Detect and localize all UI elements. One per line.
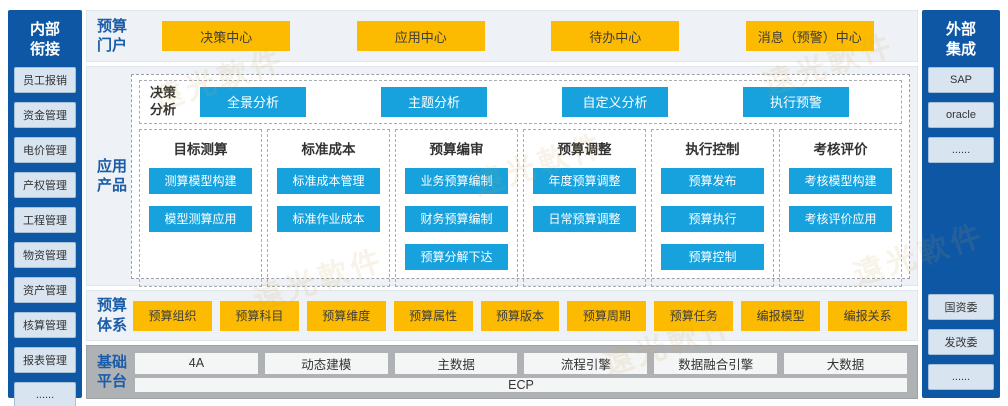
- product-columns: 目标测算测算模型构建模型测算应用标准成本标准成本管理标准作业成本预算编审业务预算…: [139, 128, 902, 287]
- product-module-button[interactable]: 标准作业成本: [277, 205, 380, 232]
- product-module-button[interactable]: 财务预算编制: [405, 205, 508, 232]
- product-module-button[interactable]: 模型测算应用: [149, 205, 252, 232]
- application-products-band: 应用产品 决策分析 全景分析 主题分析 自定义分析 执行预警 目标测算测算模型构建模型…: [86, 66, 918, 287]
- product-module-button[interactable]: 年度预算调整: [533, 167, 636, 194]
- portal-center-button[interactable]: 决策中心: [162, 21, 291, 51]
- budget-system-button[interactable]: 预算组织: [133, 300, 212, 331]
- budget-system-button[interactable]: 预算版本: [480, 300, 560, 331]
- internal-system-item[interactable]: 核算管理: [14, 312, 76, 338]
- product-module-button[interactable]: 日常预算调整: [533, 205, 636, 232]
- main-content: 预算门户 决策中心 应用中心 待办中心 消息（预警）中心 应用产品 决策分析 全景分析…: [86, 10, 918, 399]
- internal-integration-sidebar: 内部衔接 员工报销资金管理电价管理产权管理工程管理物资管理资产管理核算管理报表管…: [8, 10, 82, 406]
- internal-integration-title: 内部衔接: [29, 21, 60, 58]
- platform-component[interactable]: 主数据: [394, 352, 518, 374]
- product-module-button[interactable]: 考核模型构建: [789, 167, 892, 194]
- budget-system-label: 预算体系: [97, 297, 128, 334]
- budget-system-button[interactable]: 预算维度: [306, 300, 386, 331]
- product-module-button[interactable]: 预算控制: [661, 243, 764, 270]
- base-platform-label: 基础平台: [97, 353, 128, 391]
- product-module-button[interactable]: 考核评价应用: [789, 205, 892, 232]
- internal-system-item[interactable]: 报表管理: [14, 347, 76, 373]
- platform-component[interactable]: 数据融合引擎: [654, 352, 778, 374]
- budget-system-button[interactable]: 预算周期: [567, 300, 647, 331]
- external-agency-item[interactable]: 国资委: [928, 294, 994, 320]
- product-column: 预算编审业务预算编制财务预算编制预算分解下达: [395, 128, 518, 287]
- internal-system-item[interactable]: 员工报销: [14, 67, 76, 93]
- portal-center-button[interactable]: 应用中心: [356, 21, 485, 51]
- product-module-button[interactable]: 业务预算编制: [405, 167, 508, 194]
- platform-rows: 4A 动态建模主数据流程引擎数据融合引擎大数据 ECP: [135, 352, 907, 392]
- product-column: 执行控制预算发布预算执行预算控制: [651, 128, 774, 287]
- product-column: 考核评价考核模型构建考核评价应用: [779, 128, 902, 287]
- analysis-button[interactable]: 全景分析: [200, 86, 306, 117]
- sidebar-spacer: [928, 163, 994, 294]
- portal-center-button[interactable]: 待办中心: [551, 21, 680, 51]
- internal-system-item[interactable]: ......: [14, 382, 76, 406]
- product-column: 预算调整年度预算调整日常预算调整: [523, 128, 646, 287]
- analysis-button[interactable]: 自定义分析: [562, 86, 668, 117]
- external-systems-top-list: SAP oracle......: [928, 67, 994, 163]
- external-agency-item[interactable]: 发改委: [928, 329, 994, 355]
- budget-system-button[interactable]: 预算任务: [654, 300, 734, 331]
- platform-components-row: 4A 动态建模主数据流程引擎数据融合引擎大数据: [135, 352, 907, 374]
- product-module-button[interactable]: 测算模型构建: [149, 167, 252, 194]
- platform-component[interactable]: 流程引擎: [524, 352, 648, 374]
- budget-portal-label: 预算门户: [97, 17, 128, 55]
- platform-component[interactable]: 动态建模: [264, 352, 388, 374]
- budget-system-buttons: 预算组织预算科目预算维度预算属性预算版本预算周期预算任务编报模型编报关系: [133, 300, 908, 331]
- product-module-button[interactable]: 预算执行: [661, 205, 764, 232]
- analysis-button[interactable]: 主题分析: [381, 86, 487, 117]
- budget-system-button[interactable]: 预算属性: [393, 300, 473, 331]
- budget-system-button[interactable]: 编报模型: [741, 300, 821, 331]
- external-integration-sidebar: 外部集成 SAP oracle...... 国资委发改委......: [922, 10, 1000, 398]
- decision-analysis-label: 决策分析: [150, 85, 177, 117]
- external-system-item[interactable]: oracle: [928, 102, 994, 128]
- product-column-title: 标准成本: [301, 141, 356, 157]
- internal-system-item[interactable]: 工程管理: [14, 207, 76, 233]
- internal-integration-list: 员工报销资金管理电价管理产权管理工程管理物资管理资产管理核算管理报表管理....…: [14, 67, 76, 406]
- external-systems-bottom-list: 国资委发改委......: [928, 294, 994, 390]
- product-column: 标准成本标准成本管理标准作业成本: [267, 128, 390, 287]
- internal-system-item[interactable]: 资产管理: [14, 277, 76, 303]
- product-column-title: 预算编审: [429, 141, 484, 157]
- external-agency-item[interactable]: ......: [928, 364, 994, 390]
- decision-analysis-row: 决策分析 全景分析 主题分析 自定义分析 执行预警: [139, 79, 902, 124]
- application-products-label: 应用产品: [97, 157, 128, 195]
- ecp-platform-bar[interactable]: ECP: [135, 377, 907, 392]
- platform-component[interactable]: 大数据: [784, 352, 907, 374]
- budget-system-button[interactable]: 编报关系: [828, 300, 908, 331]
- platform-component[interactable]: 4A: [135, 352, 258, 374]
- product-module-button[interactable]: 预算分解下达: [405, 243, 508, 270]
- internal-system-item[interactable]: 产权管理: [14, 172, 76, 198]
- product-column-title: 考核评价: [813, 141, 868, 157]
- external-system-item[interactable]: ......: [928, 137, 994, 163]
- internal-system-item[interactable]: 电价管理: [14, 137, 76, 163]
- product-module-button[interactable]: 预算发布: [661, 167, 764, 194]
- decision-analysis-buttons: 全景分析 主题分析 自定义分析 执行预警: [178, 86, 891, 117]
- base-platform-band: 基础平台 4A 动态建模主数据流程引擎数据融合引擎大数据 ECP: [86, 345, 918, 399]
- budget-system-button[interactable]: 预算科目: [219, 300, 299, 331]
- product-column-title: 执行控制: [685, 141, 740, 157]
- portal-center-button[interactable]: 消息（预警）中心: [745, 21, 874, 51]
- product-column: 目标测算测算模型构建模型测算应用: [139, 128, 262, 287]
- budget-portal-band: 预算门户 决策中心 应用中心 待办中心 消息（预警）中心: [86, 10, 918, 62]
- products-container: 决策分析 全景分析主题分析自定义分析执行预警 目标测算测算模型构建模型测算应用标…: [131, 73, 910, 287]
- product-module-button[interactable]: 标准成本管理: [277, 167, 380, 194]
- external-system-item[interactable]: SAP: [928, 67, 994, 93]
- product-column-title: 目标测算: [173, 141, 228, 157]
- product-column-title: 预算调整: [557, 141, 612, 157]
- internal-system-item[interactable]: 资金管理: [14, 102, 76, 128]
- internal-system-item[interactable]: 物资管理: [14, 242, 76, 268]
- analysis-button[interactable]: 执行预警: [743, 86, 849, 117]
- portal-button-row: 决策中心 应用中心 待办中心 消息（预警）中心: [129, 21, 907, 51]
- external-integration-title: 外部集成: [945, 21, 976, 58]
- budget-system-band: 预算体系 预算组织预算科目预算维度预算属性预算版本预算周期预算任务编报模型编报关…: [86, 290, 918, 341]
